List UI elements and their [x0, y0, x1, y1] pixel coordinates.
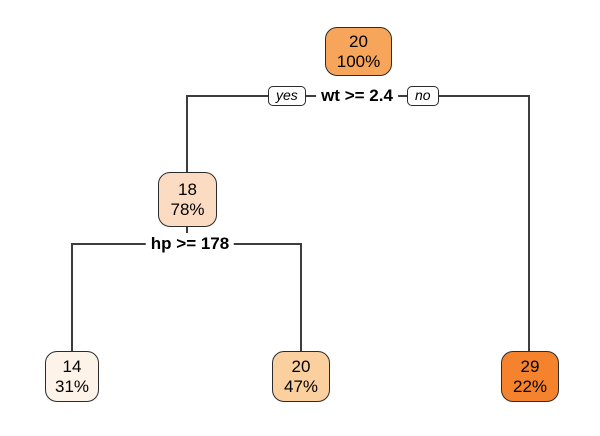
split1-no-tag: no — [407, 86, 439, 106]
split1-no-branch-line — [528, 95, 530, 352]
tree-leaf-middle: 20 47% — [272, 351, 330, 402]
node-count: 20 — [349, 31, 368, 51]
node-count: 20 — [291, 356, 311, 376]
node-percent: 22% — [512, 376, 548, 396]
node-percent: 100% — [336, 51, 381, 71]
split2-yes-branch-line — [71, 243, 73, 352]
split2-no-branch-line — [300, 243, 302, 352]
tree-node-internal-left: 18 78% — [158, 172, 217, 227]
node-count: 14 — [62, 356, 82, 376]
split2-condition-label: hp >= 178 — [145, 233, 235, 254]
tree-node-root: 20 100% — [325, 27, 392, 76]
split1-yes-tag: yes — [268, 86, 306, 106]
tree-leaf-right: 29 22% — [501, 351, 559, 402]
node-count: 29 — [520, 356, 540, 376]
node-count: 18 — [178, 179, 197, 199]
node-percent: 47% — [283, 376, 319, 396]
node-percent: 78% — [170, 199, 205, 219]
split1-condition-label: wt >= 2.4 — [316, 85, 398, 106]
split1-yes-branch-line — [186, 95, 188, 173]
node-percent: 31% — [54, 376, 90, 396]
tree-leaf-far-left: 14 31% — [45, 351, 99, 402]
